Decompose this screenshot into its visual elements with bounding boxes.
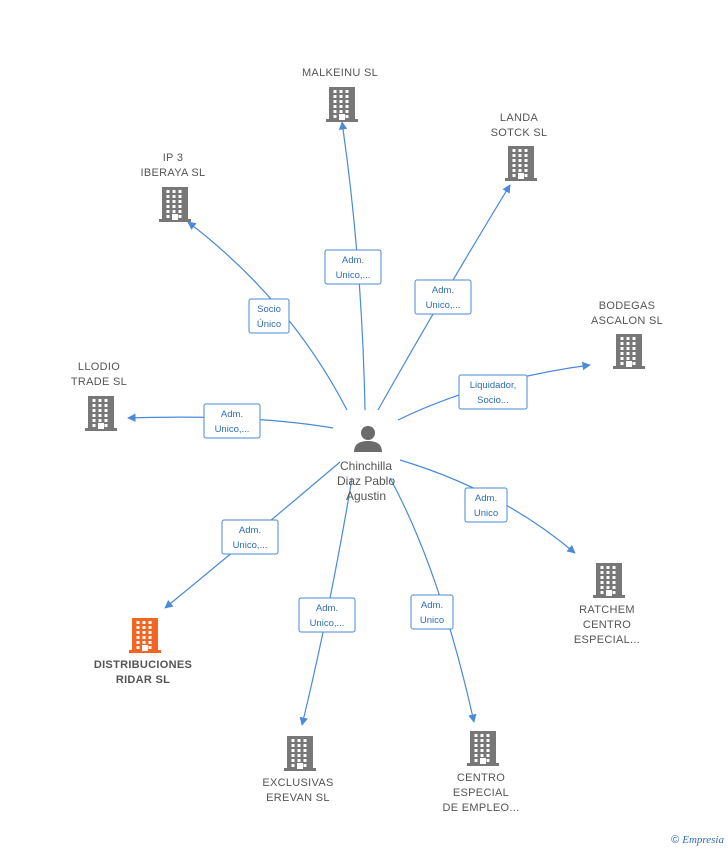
relation-text: Unico,... [336, 270, 371, 281]
relation-label-exclusivas[interactable]: Adm. Unico,... [298, 597, 356, 633]
relation-text: Adm. [432, 285, 454, 296]
company-node-exclusivas[interactable]: EXCLUSIVAS EREVAN SL [262, 736, 333, 804]
company-label: RIDAR SL [116, 674, 170, 686]
relation-text: Unico [474, 508, 498, 519]
company-node-bodegas[interactable]: BODEGAS ASCALON SL [591, 300, 663, 369]
company-label: CENTRO [457, 772, 505, 784]
company-label: ESPECIAL... [574, 634, 640, 646]
company-label: ASCALON SL [591, 315, 663, 327]
relation-label-malkeinu[interactable]: Adm. Unico,... [324, 249, 382, 285]
relation-text: Adm. [239, 525, 261, 536]
relation-text: Socio [257, 304, 281, 315]
relation-box [203, 403, 261, 439]
relation-text: Adm. [421, 600, 443, 611]
building-icon [129, 618, 161, 653]
relation-text: Socio... [477, 395, 509, 406]
relation-labels-layer: Adm. Unico,... Adm. Unico,... SocioÚnicoLiqu… [203, 249, 528, 633]
relation-text: Unico,... [233, 540, 268, 551]
company-label: SOTCK SL [491, 127, 548, 139]
company-label: DISTRIBUCIONES [94, 659, 192, 671]
relation-label-landa[interactable]: Adm. Unico,... [414, 279, 472, 315]
relation-text: Adm. [221, 409, 243, 420]
building-icon [505, 146, 537, 181]
relation-label-llodio[interactable]: Adm. Unico,... [203, 403, 261, 439]
company-label: LANDA [500, 112, 539, 124]
building-icon [613, 334, 645, 369]
relation-box [324, 249, 382, 285]
company-label: ESPECIAL [453, 787, 509, 799]
relation-label-bodegas[interactable]: Liquidador, Socio... [458, 374, 528, 410]
relation-label-ratchem[interactable]: Adm. Unico [464, 487, 508, 523]
company-label: EREVAN SL [266, 792, 330, 804]
relation-box [221, 519, 279, 555]
relation-text: Adm. [475, 493, 497, 504]
relation-text: Adm. [342, 255, 364, 266]
person-name-line: Diaz Pablo [337, 474, 395, 488]
company-label: EXCLUSIVAS [262, 777, 333, 789]
relation-box [298, 597, 356, 633]
company-nodes-layer: MALKEINU SL LANDA SOTCK SL IP 3 IBERAYA SL BO… [71, 67, 663, 814]
relation-text: Adm. [316, 603, 338, 614]
brand-name: Empresia [682, 834, 724, 846]
relation-text: Unico,... [310, 618, 345, 629]
building-icon [159, 187, 191, 222]
relation-text: Unico,... [215, 424, 250, 435]
company-node-landa[interactable]: LANDA SOTCK SL [491, 112, 548, 181]
edges-layer [127, 121, 591, 726]
relation-box [458, 374, 528, 410]
building-icon [593, 563, 625, 598]
relation-box [414, 279, 472, 315]
company-node-distribuciones[interactable]: DISTRIBUCIONES RIDAR SL [94, 618, 192, 686]
relation-text: Liquidador, [470, 380, 516, 391]
company-label: RATCHEM [579, 604, 635, 616]
company-node-centro[interactable]: CENTRO ESPECIAL DE EMPLEO... [443, 731, 520, 814]
company-label: IBERAYA SL [141, 167, 206, 179]
company-node-malkeinu[interactable]: MALKEINU SL [302, 67, 378, 122]
relation-text: Único [257, 319, 281, 330]
relation-label-distribuciones[interactable]: Adm. Unico,... [221, 519, 279, 555]
building-icon [85, 396, 117, 431]
building-icon [284, 736, 316, 771]
edge-centro [389, 477, 477, 723]
footer-brand: ©Empresia [671, 834, 724, 846]
relation-box [464, 487, 508, 523]
building-icon [326, 87, 358, 122]
company-node-ratchem[interactable]: RATCHEM CENTRO ESPECIAL... [574, 563, 640, 646]
relation-box [248, 298, 290, 334]
relation-box [410, 594, 454, 630]
company-label: CENTRO [583, 619, 631, 631]
company-label: BODEGAS [599, 300, 656, 312]
person-icon [354, 426, 382, 452]
company-node-ip3[interactable]: IP 3 IBERAYA SL [141, 152, 206, 222]
company-label: IP 3 [163, 152, 184, 164]
copyright-symbol: © [671, 834, 680, 846]
person-name-line: Chinchilla [340, 459, 392, 473]
relation-label-centro[interactable]: Adm. Unico [410, 594, 454, 630]
company-label: DE EMPLEO... [443, 802, 520, 814]
person-name-line: Agustin [346, 489, 386, 503]
company-node-llodio[interactable]: LLODIO TRADE SL [71, 361, 127, 431]
company-label: TRADE SL [71, 376, 127, 388]
company-label: MALKEINU SL [302, 67, 378, 79]
company-label: LLODIO [78, 361, 120, 373]
relation-text: Unico,... [426, 300, 461, 311]
relation-text: Unico [420, 615, 444, 626]
building-icon [467, 731, 499, 766]
